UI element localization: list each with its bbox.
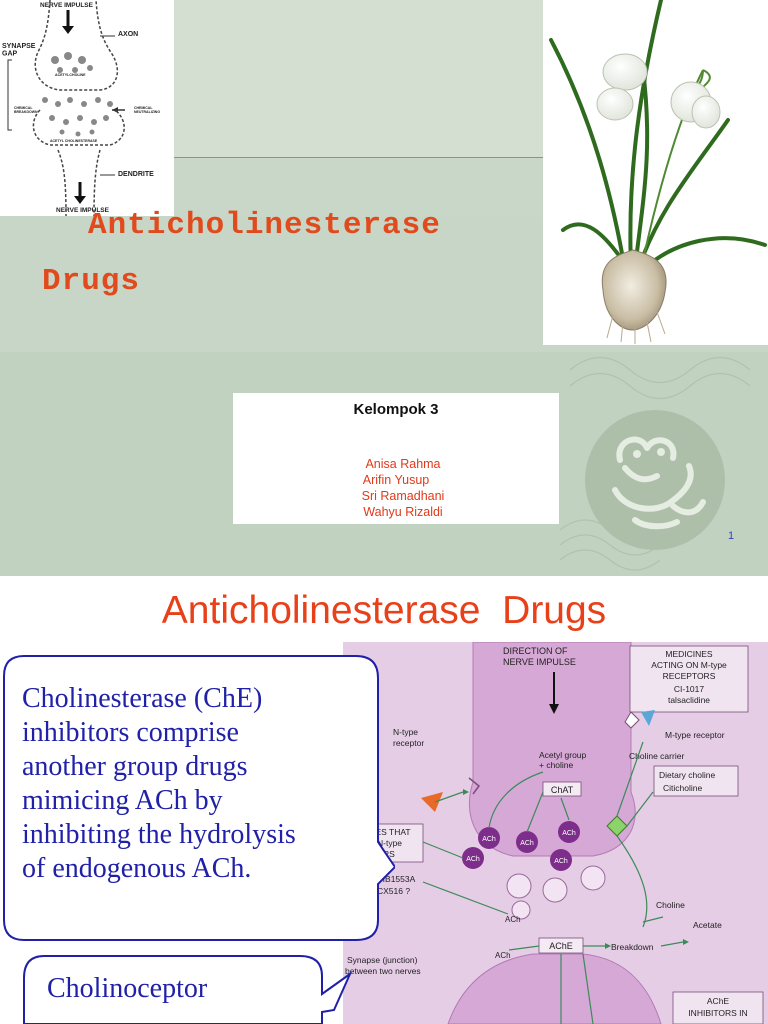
- ach-label: ACh: [466, 856, 480, 863]
- medicines-line-4: CI-1017: [674, 684, 705, 694]
- group-name: Kelompok 3: [353, 401, 439, 418]
- callout-line: mimicing ACh by: [22, 785, 223, 816]
- medicines-line-1: MEDICINES: [665, 649, 713, 659]
- label-acetylcholine: ACETYLCHOLINE: [55, 73, 86, 77]
- group-info-box: Kelompok 3 Anisa Rahma Arifin Yusup Sri …: [233, 393, 559, 524]
- label-nerve-impulse-bottom: NERVE IMPULSE: [56, 207, 110, 214]
- medicines-line-3: RECEPTORS: [663, 671, 716, 681]
- callout-line: inhibiting the hydrolysis: [22, 819, 296, 850]
- callout-line: Cholinesterase (ChE): [22, 683, 263, 714]
- title-line-1: Anticholinesterase: [88, 208, 441, 243]
- member-name: Sri Ramadhani: [361, 489, 445, 503]
- label-dendrite: DENDRITE: [118, 171, 154, 178]
- inhibitors-line-2: INHIBITORS IN: [688, 1008, 747, 1018]
- slide-title: Anticholinesterase Drugs: [161, 589, 607, 632]
- choline-carrier-label: Choline carrier: [629, 751, 684, 761]
- member-name: Arifin Yusup: [362, 473, 430, 487]
- partial-list-2: CX516 ?: [377, 886, 410, 896]
- ach-label: ACh: [562, 830, 576, 837]
- acetyl-group-line-1: Acetyl group: [539, 750, 587, 760]
- callout-bubble-2: [23, 955, 353, 1024]
- n-type-line-1: N-type: [393, 727, 418, 737]
- cholinergic-synapse-diagram: DIRECTION OF NERVE IMPULSE MEDICINES ACT…: [343, 642, 768, 1024]
- partial-box-line-1: INES THAT: [367, 827, 411, 837]
- partial-box-line-2: N-type: [377, 838, 402, 848]
- direction-line-2: NERVE IMPULSE: [503, 657, 576, 667]
- callout-text-1: Cholinesterase (ChE) inhibitors comprise…: [22, 682, 372, 886]
- member-list: Anisa Rahma Arifin Yusup Sri Ramadhani W…: [233, 456, 559, 520]
- partial-box-line-3: RS: [383, 849, 395, 859]
- callout-line: Cholinoceptor: [47, 973, 208, 1004]
- callout-bubble-1: [3, 655, 395, 941]
- ach-label: ACh: [495, 951, 511, 960]
- member-name: Anisa Rahma: [365, 457, 441, 471]
- dragon-emblem-icon: [585, 410, 725, 550]
- label-acetyl-cholinesterase: ACETYL CHOLINESTERASE: [50, 139, 98, 143]
- page-number: 1: [728, 530, 735, 542]
- ach-label: ACh: [482, 836, 496, 843]
- breakdown-label: Breakdown: [611, 942, 654, 952]
- n-type-line-2: receptor: [393, 738, 424, 748]
- horizontal-rule: [0, 157, 768, 158]
- callout-line: inhibitors comprise: [22, 717, 239, 748]
- medicines-line-2: ACTING ON M-type: [651, 660, 727, 670]
- partial-list-1: SIB1553A: [377, 874, 416, 884]
- callout-line: another group drugs: [22, 751, 248, 782]
- inhibitors-line-1: AChE: [707, 996, 730, 1006]
- medicines-line-5: talsaclidine: [668, 695, 710, 705]
- ach-label: ACh: [520, 840, 534, 847]
- acetyl-group-line-2: + choline: [539, 760, 574, 770]
- dietary-line-1: Dietary choline: [659, 770, 715, 780]
- content-slide: Anticholinesterase Drugs DIRECTION OF NE…: [0, 576, 768, 1024]
- ach-label: ACh: [554, 858, 568, 865]
- synapse-line-2: between two nerves: [345, 966, 421, 976]
- choline-label: Choline: [656, 900, 685, 910]
- chat-label: ChAT: [551, 785, 574, 795]
- dietary-line-2: Citicholine: [663, 783, 702, 793]
- member-name: Wahyu Rizaldi: [363, 505, 443, 519]
- ach-label: ACh: [505, 915, 521, 924]
- acetate-label: Acetate: [693, 920, 722, 930]
- ach-vesicles: [462, 821, 606, 920]
- title-line-2: Drugs: [42, 264, 141, 299]
- callout-text-2: Cholinoceptor: [47, 972, 207, 1006]
- callout-line: of endogenous ACh.: [22, 853, 252, 884]
- snowdrop-flower-image: [543, 0, 768, 345]
- direction-line-1: DIRECTION OF: [503, 646, 568, 656]
- label-axon: AXON: [118, 31, 138, 38]
- label-nerve-impulse-top: NERVE IMPULSE: [40, 2, 94, 9]
- slide-title: Anticholinesterase Drugs: [42, 198, 441, 310]
- m-type-label: M-type receptor: [665, 730, 725, 740]
- ache-label: AChE: [549, 941, 573, 951]
- synapse-line-1: Synapse (junction): [347, 955, 418, 965]
